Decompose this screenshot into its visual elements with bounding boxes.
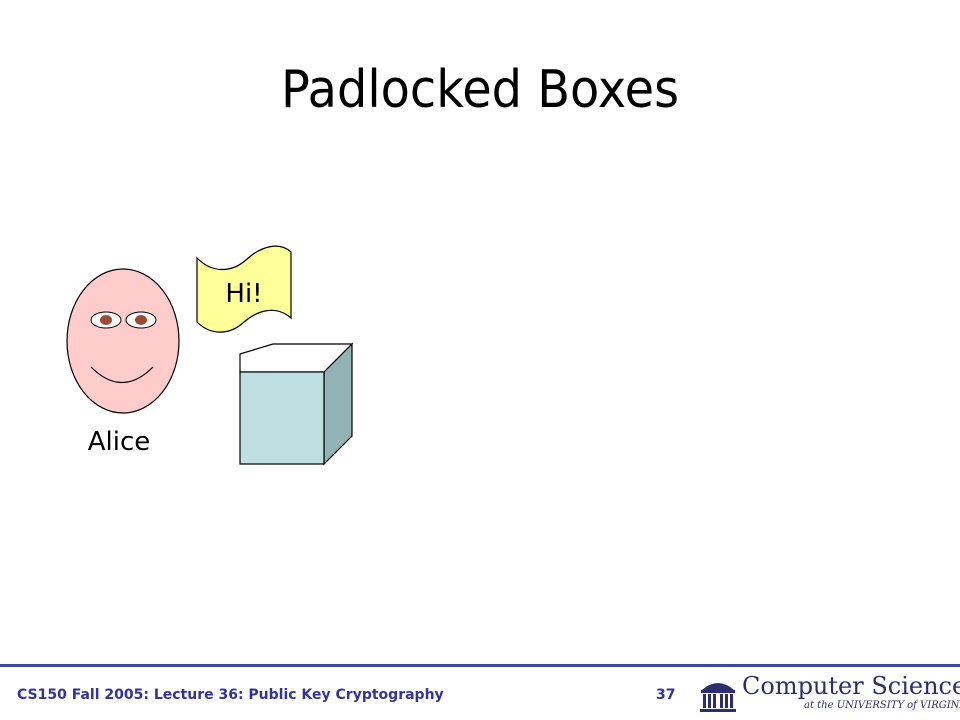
message-text: Hi! [225, 279, 262, 309]
box-front [239, 371, 325, 465]
alice-face [66, 268, 180, 414]
slide-title: Padlocked Boxes [280, 60, 680, 120]
face-outline [66, 268, 180, 414]
left-eye-pupil [100, 315, 112, 325]
footer-course-title: CS150 Fall 2005: Lecture 36: Public Key … [17, 687, 444, 703]
page-number: 37 [656, 687, 676, 703]
rotunda-icon [700, 683, 736, 712]
logo-title: Computer Science [742, 672, 960, 700]
smile [90, 366, 154, 383]
footer-rule [0, 664, 960, 667]
message-note: Hi! [196, 245, 292, 333]
cs-uva-logo: Computer Science at the UNIVERSITY of VI… [698, 672, 960, 716]
alice-label: Alice [88, 427, 151, 457]
right-eye-pupil [135, 315, 147, 325]
logo-subtitle: at the UNIVERSITY of VIRGINIA [804, 700, 960, 711]
open-box [239, 342, 354, 466]
note-shape [196, 245, 292, 333]
